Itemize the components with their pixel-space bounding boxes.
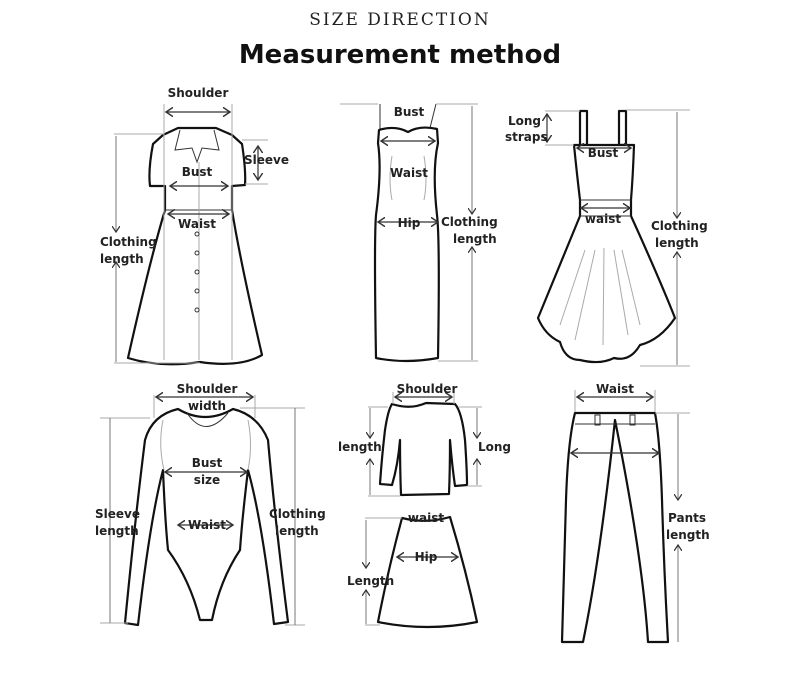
waist-label: waist: [408, 511, 444, 525]
long-straps-label-1: Long: [508, 114, 541, 128]
pants-diagram: Waist Pants length: [560, 382, 710, 644]
waist-label: Waist: [596, 382, 634, 396]
sleeve-length-label-1: Sleeve: [95, 507, 140, 521]
strap-dress-diagram: Long straps Bust waist Clothing length: [505, 109, 708, 367]
clothing-length-label-1: Clothing: [651, 219, 708, 233]
clothing-length-label-1: Clothing: [100, 235, 157, 249]
long-straps-label-2: straps: [505, 130, 548, 144]
slip-dress-diagram: Bust Waist Hip Clothing length: [340, 103, 498, 363]
header-subtitle: SIZE DIRECTION: [309, 10, 491, 30]
long-label: Long: [478, 440, 511, 454]
button-icons: [194, 231, 200, 313]
length-label: Length: [347, 574, 394, 588]
shoulder-label: Shoulder: [168, 86, 229, 100]
clothing-length-label-1: Clothing: [441, 215, 498, 229]
top-diagram: Shoulder length Long: [338, 382, 511, 497]
hip-label: Hip: [398, 216, 421, 230]
shoulder-width-label-2: width: [188, 399, 226, 413]
bust-label: Bust: [394, 105, 425, 119]
clothing-length-label-2: length: [275, 524, 319, 538]
bust-size-label-2: size: [194, 473, 220, 487]
pants-length-label-1: Pants: [668, 511, 706, 525]
length-label: length: [338, 440, 382, 454]
page-title: Measurement method: [238, 40, 562, 70]
clothing-length-label-2: length: [655, 236, 699, 250]
hip-label: Hip: [415, 550, 438, 564]
waist-label: Waist: [178, 217, 216, 231]
pants-length-label-2: length: [666, 528, 710, 542]
bodysuit-diagram: Shoulder width Bust size Waist Sleeve le…: [95, 382, 326, 627]
sleeve-label: Sleeve: [244, 153, 289, 167]
bust-size-label-1: Bust: [192, 456, 223, 470]
waist-label: Waist: [188, 518, 226, 532]
clothing-length-label-1: Clothing: [269, 507, 326, 521]
shoulder-label: Shoulder: [397, 382, 458, 396]
skirt-diagram: waist Hip Length: [347, 511, 479, 629]
clothing-length-label-2: length: [100, 252, 144, 266]
waist-label: Waist: [390, 166, 428, 180]
bust-label: Bust: [588, 146, 619, 160]
bust-label: Bust: [182, 165, 213, 179]
shirt-dress-diagram: Shoulder Sleeve Bust Waist Clothing leng…: [100, 86, 289, 366]
sleeve-length-label-2: length: [95, 524, 139, 538]
clothing-length-label-2: length: [453, 232, 497, 246]
shoulder-width-label-1: Shoulder: [177, 382, 238, 396]
waist-label: waist: [585, 212, 621, 226]
